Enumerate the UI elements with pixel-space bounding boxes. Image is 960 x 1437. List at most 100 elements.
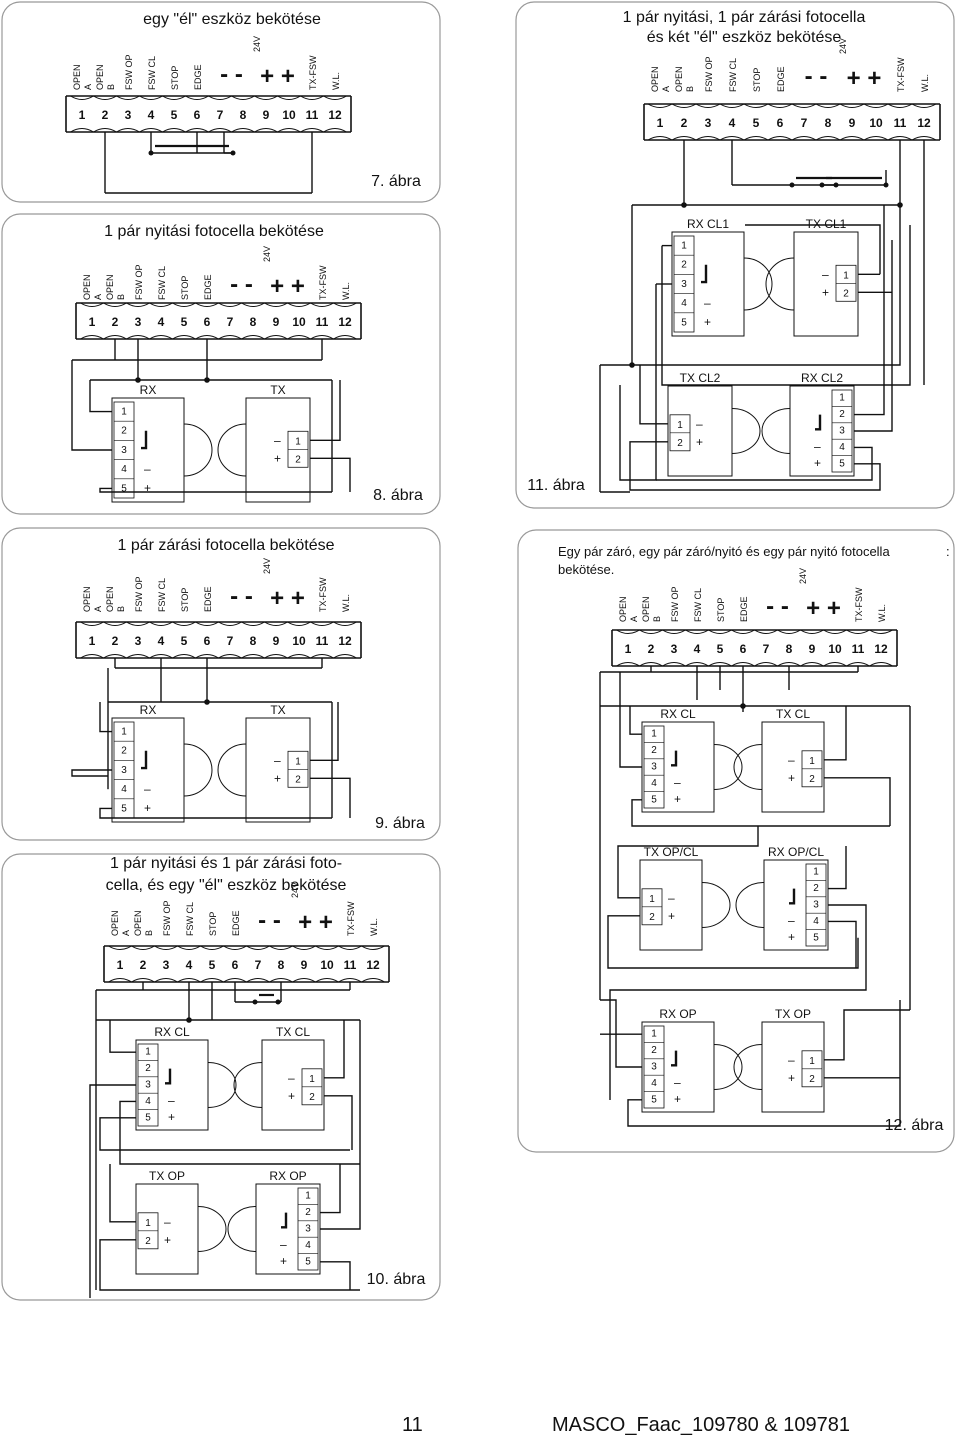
terminal-scallop <box>639 629 663 634</box>
transmitter-box <box>761 1021 825 1113</box>
receiver-terminal-number: 4 <box>145 1096 151 1107</box>
terminal-label: W.L. <box>877 604 887 622</box>
terminal-minus: - - <box>805 63 828 90</box>
panel-figure-11 <box>515 1 955 509</box>
terminal-scallop <box>815 136 841 141</box>
terminal-label: FSW CL <box>693 588 703 622</box>
terminal-scallop <box>264 621 288 626</box>
terminal-number: 3 <box>671 642 678 656</box>
wire <box>824 706 847 761</box>
terminal-label: STOP <box>180 588 190 612</box>
terminal-number: 9 <box>849 116 856 130</box>
terminal-number: 8 <box>250 634 257 648</box>
transmitter-terminal-number: 2 <box>843 288 849 299</box>
terminal-label: W.L. <box>341 594 351 612</box>
wire <box>609 904 867 1100</box>
terminal-scallop <box>103 654 127 659</box>
lens-icon <box>701 882 731 928</box>
transmitter-label: TX CL1 <box>806 217 847 231</box>
terminal-number: 10 <box>869 116 883 130</box>
transmitter-plus: + <box>696 435 703 449</box>
terminal-scallop <box>310 335 334 340</box>
receiver-terminal-number: 3 <box>121 445 127 456</box>
terminal-scallop <box>264 335 288 340</box>
terminal-label: FSW OP <box>134 265 144 301</box>
terminal-label: TX-FSW <box>308 55 318 90</box>
receiver-terminal-number: 3 <box>651 761 657 772</box>
transmitter-box <box>245 717 311 823</box>
terminal-scallop <box>185 128 209 133</box>
receiver-minus: – <box>788 914 795 928</box>
terminal-number: 9 <box>273 315 280 329</box>
transmitter-plus: + <box>274 771 281 785</box>
terminal-scallop <box>719 103 745 108</box>
receiver-terminal-number: 1 <box>813 867 819 878</box>
panel-title: és két "él" eszköz bekötése <box>647 29 842 46</box>
terminal-scallop <box>172 302 196 307</box>
terminal-number: 7 <box>227 634 234 648</box>
wire <box>320 1020 361 1230</box>
terminal-scallop <box>647 103 673 108</box>
receiver-terminal-number: 5 <box>651 1094 657 1105</box>
terminal-number: 7 <box>217 108 224 122</box>
terminal-scallop <box>300 95 324 100</box>
wire <box>656 446 873 481</box>
terminal-scallop <box>767 136 793 141</box>
terminal-number: 9 <box>263 108 270 122</box>
panel-figure-9 <box>1 527 441 841</box>
transmitter-minus: – <box>164 1215 171 1229</box>
transmitter-box <box>667 385 733 477</box>
terminal-plus: + + <box>260 63 295 90</box>
terminal-number: 11 <box>316 315 329 329</box>
terminal-label: EDGE <box>739 596 749 622</box>
voltage-label: 24V <box>290 882 300 898</box>
terminal-number: 2 <box>648 642 655 656</box>
terminal-scallop <box>685 662 709 667</box>
transmitter-minus: – <box>788 753 795 767</box>
nc-contact-icon <box>701 264 708 284</box>
transmitter-plus: + <box>822 285 829 299</box>
wire <box>320 1164 341 1214</box>
terminal-number: 6 <box>777 116 784 130</box>
terminal-minus: - - <box>766 593 789 620</box>
terminal-label: TX-FSW <box>854 587 864 622</box>
lens-icon <box>735 882 765 928</box>
panel-title: 1 pár nyitási fotocella bekötése <box>104 223 324 240</box>
terminal-label: FSW OP <box>670 587 680 623</box>
wire <box>109 1164 136 1223</box>
transmitter-tx-op-fig10: 12–+TX OP <box>135 1169 227 1275</box>
terminal-number: 7 <box>227 315 234 329</box>
terminal-scallop <box>218 621 242 626</box>
transmitter-box <box>245 397 311 503</box>
terminal-number: 5 <box>181 315 188 329</box>
transmitter-plus: + <box>288 1089 295 1103</box>
terminal-number: 12 <box>328 108 342 122</box>
terminal-number: 11 <box>894 116 907 130</box>
terminal-scallop <box>103 621 127 626</box>
terminal-scallop <box>200 945 224 950</box>
terminal-scallop <box>185 95 209 100</box>
terminal-scallop <box>731 629 755 634</box>
terminal-plus: + + <box>847 65 882 92</box>
terminal-number: 9 <box>273 634 280 648</box>
terminal-label: OPEN <box>82 274 92 300</box>
terminal-label: FSW OP <box>134 577 144 613</box>
terminal-label: STOP <box>208 912 218 936</box>
receiver-plus: + <box>788 930 795 944</box>
lens-icon <box>227 1206 257 1252</box>
terminal-number: 7 <box>763 642 770 656</box>
page-number: 11 <box>402 1414 423 1436</box>
transmitter-minus: – <box>668 891 675 905</box>
transmitter-tx-fig9: 12–+TX <box>217 703 311 823</box>
terminal-label: W.L. <box>331 72 341 90</box>
terminal-scallop <box>338 945 362 950</box>
terminal-scallop <box>719 136 745 141</box>
terminal-scallop <box>791 136 817 141</box>
figure-caption: 7. ábra <box>371 173 421 190</box>
terminal-number: 10 <box>292 315 306 329</box>
terminal-scallop <box>800 662 824 667</box>
transmitter-terminal-number: 1 <box>309 1074 315 1085</box>
receiver-terminal-number: 3 <box>681 279 687 290</box>
